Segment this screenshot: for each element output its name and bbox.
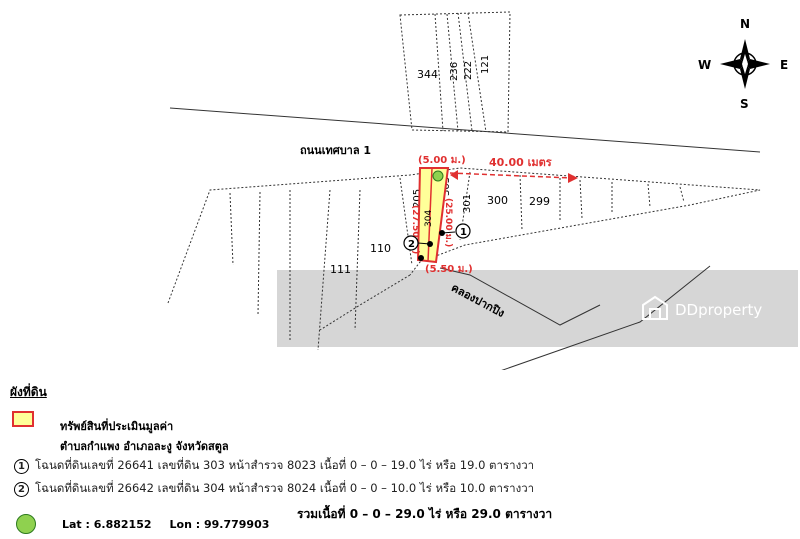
parcel-301: 301 xyxy=(462,194,473,213)
parcel-299: 299 xyxy=(529,195,550,208)
coordinates: Lat : 6.882152 Lon : 99.779903 xyxy=(62,518,269,531)
deed-number-badge: 2 xyxy=(14,481,29,497)
compass-south: S xyxy=(740,97,749,111)
marker-leader xyxy=(441,231,456,234)
parcel-300: 300 xyxy=(487,194,508,207)
total-area: รวมเนื้อที่ 0 – 0 – 29.0 ไร่ หรือ 29.0 ต… xyxy=(297,507,553,521)
location-marker-icon xyxy=(16,514,36,534)
dim-right-length: (25.00 ม.) xyxy=(443,198,453,247)
distance-arrow xyxy=(449,172,573,179)
compass-east: E xyxy=(780,58,788,72)
parcel-110: 110 xyxy=(370,242,391,255)
property-swatch xyxy=(12,411,34,427)
parcel-304: 304 xyxy=(424,210,434,227)
location-pin-icon xyxy=(432,170,444,182)
arrow-head-right-icon xyxy=(568,173,578,183)
parcel-344: 344 xyxy=(417,68,438,81)
watermark-band xyxy=(277,270,798,347)
marker-1-label: 1 xyxy=(460,227,467,238)
road-label: ถนนเทศบาล 1 xyxy=(300,144,371,157)
dim-top-width: (5.00 ม.) xyxy=(418,155,466,166)
dim-bottom-width: (5.50 ม.) xyxy=(425,264,473,275)
deed-text: โฉนดที่ดินเลขที่ 26642 เลขที่ดิน 304 หน้… xyxy=(35,481,535,495)
boundary-point-icon xyxy=(418,255,424,261)
dim-left-length: (27.50 ม.) xyxy=(410,205,420,254)
parcel-205: 205 xyxy=(412,189,423,208)
deed-text: โฉนดที่ดินเลขที่ 26641 เลขที่ดิน 303 หน้… xyxy=(35,458,535,472)
legend-title: ผังที่ดิน xyxy=(10,385,47,399)
marker-1-badge xyxy=(455,223,471,239)
compass-rose-icon xyxy=(720,39,770,89)
land-parcel-map: 344 236 222 121 ถนนเทศบาล 1 คลองปากปิง 2… xyxy=(167,11,798,370)
upper-parcels xyxy=(399,11,511,133)
parcel-222: 222 xyxy=(463,61,474,80)
distance-label: 40.00 เมตร xyxy=(489,156,552,169)
deed-row-2: 2 โฉนดที่ดินเลขที่ 26642 เลขที่ดิน 304 ห… xyxy=(14,480,534,498)
location-label: ตำบลกำแพง อำเภอละงู จังหวัดสตูล xyxy=(60,440,229,453)
road-line xyxy=(169,107,761,153)
deed-number-badge: 1 xyxy=(14,458,29,474)
property-label: ทรัพย์สินที่ประเมินมูลค่า xyxy=(60,420,174,433)
longitude: Lon : 99.779903 xyxy=(169,518,270,531)
parcel-236: 236 xyxy=(449,62,460,81)
compass-north: N xyxy=(740,17,750,31)
parcel-111: 111 xyxy=(330,263,351,276)
canal-lines xyxy=(439,265,711,370)
arrow-head-left-icon xyxy=(450,170,458,180)
marker-2-label: 2 xyxy=(408,239,415,250)
marker-2-badge xyxy=(403,235,419,251)
parcel-121: 121 xyxy=(480,55,491,74)
latitude: Lat : 6.882152 xyxy=(62,518,152,531)
marker-leader xyxy=(417,242,431,245)
watermark-logo-icon xyxy=(642,295,668,320)
deed-row-1: 1 โฉนดที่ดินเลขที่ 26641 เลขที่ดิน 303 ห… xyxy=(14,457,534,475)
subject-parcel xyxy=(416,167,450,264)
compass-west: W xyxy=(698,58,711,72)
watermark-text: DDproperty xyxy=(675,301,762,319)
